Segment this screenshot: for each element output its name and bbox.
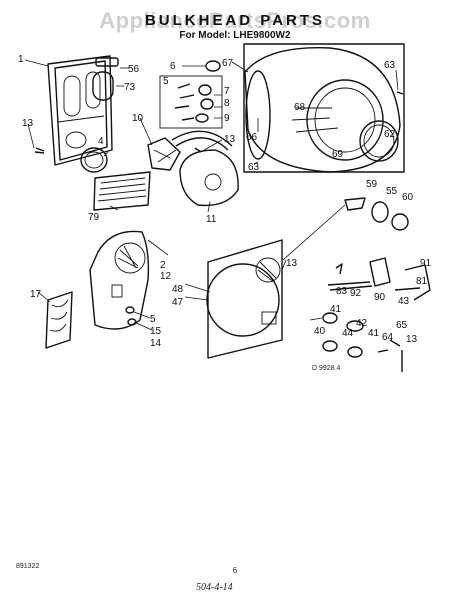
blower-wheel [147, 130, 233, 171]
lamp-assembly [282, 197, 409, 261]
drum-rollers [322, 312, 403, 372]
callout: 91 [420, 258, 432, 269]
watermark: AppliancePartsPros.com [99, 8, 371, 33]
callout: 14 [150, 338, 162, 349]
lint-filter [92, 57, 119, 101]
diagram-title: BULKHEAD PARTS [144, 12, 326, 29]
rear-bulkhead [206, 239, 283, 359]
callout: 83 [336, 286, 348, 297]
callout: 4 [98, 136, 104, 147]
blower-housing [179, 147, 239, 207]
leader-lines [24, 59, 399, 331]
figure-code: D 9928 4 [312, 365, 341, 372]
callout-labels: 1 56 73 13 4 6 67 5 7 8 9 10 13 11 63 66… [18, 54, 432, 349]
callout: 68 [294, 102, 306, 113]
callout: 90 [374, 292, 386, 303]
callout: 9 [224, 113, 230, 124]
callout: 41 [368, 328, 380, 339]
callout: 73 [124, 82, 136, 93]
callout: 2 [160, 260, 166, 271]
model-subtitle: For Model: LHE9800W2 [179, 30, 291, 41]
page-number: 6 [232, 566, 238, 575]
drum-seal [359, 120, 399, 162]
footer-code: 891322 [16, 563, 40, 570]
heater-coil [45, 291, 73, 349]
callout: 69 [332, 149, 344, 160]
callout: 65 [396, 320, 408, 331]
front-bulkhead-panel [47, 55, 113, 166]
callout: 81 [416, 276, 428, 287]
callout: 5 [163, 76, 169, 87]
callout: 8 [224, 98, 230, 109]
callout: 42 [356, 318, 368, 329]
callout: 12 [160, 271, 172, 282]
callout: 92 [350, 288, 362, 299]
callout: 13 [286, 258, 298, 269]
callout: 40 [314, 326, 326, 337]
idler-bracket [327, 257, 431, 301]
callout: 47 [172, 297, 184, 308]
screw [396, 91, 404, 95]
lint-screen [93, 171, 151, 211]
exhaust-duct-housing [89, 230, 150, 330]
callout: 60 [402, 192, 414, 203]
callout: 5 [150, 314, 156, 325]
callout: 64 [382, 332, 394, 343]
callout: 48 [172, 284, 184, 295]
callout: 13 [224, 134, 236, 145]
callout: 59 [366, 179, 378, 190]
callout: 63 [248, 162, 260, 173]
callout: 62 [384, 129, 396, 140]
callout: 13 [406, 334, 418, 345]
ring-seal [80, 147, 108, 173]
handwritten-note: 504-4-14 [196, 582, 233, 593]
callout: 55 [386, 186, 398, 197]
callout: 13 [22, 118, 34, 129]
callout: 44 [342, 328, 354, 339]
callout: 66 [246, 132, 258, 143]
callout: 79 [88, 212, 100, 223]
screw [34, 147, 45, 154]
callout: 11 [206, 214, 217, 225]
dryer-drum [243, 43, 405, 173]
callout: 43 [398, 296, 410, 307]
callout: 67 [222, 58, 234, 69]
callout: 63 [384, 60, 396, 71]
callout: 17 [30, 289, 42, 300]
callout: 7 [224, 86, 230, 97]
callout: 15 [150, 326, 162, 337]
callout: 1 [18, 54, 24, 65]
callout: 10 [132, 113, 144, 124]
callout: 56 [128, 64, 140, 75]
callout: 6 [170, 61, 176, 72]
callout: 41 [330, 304, 342, 315]
